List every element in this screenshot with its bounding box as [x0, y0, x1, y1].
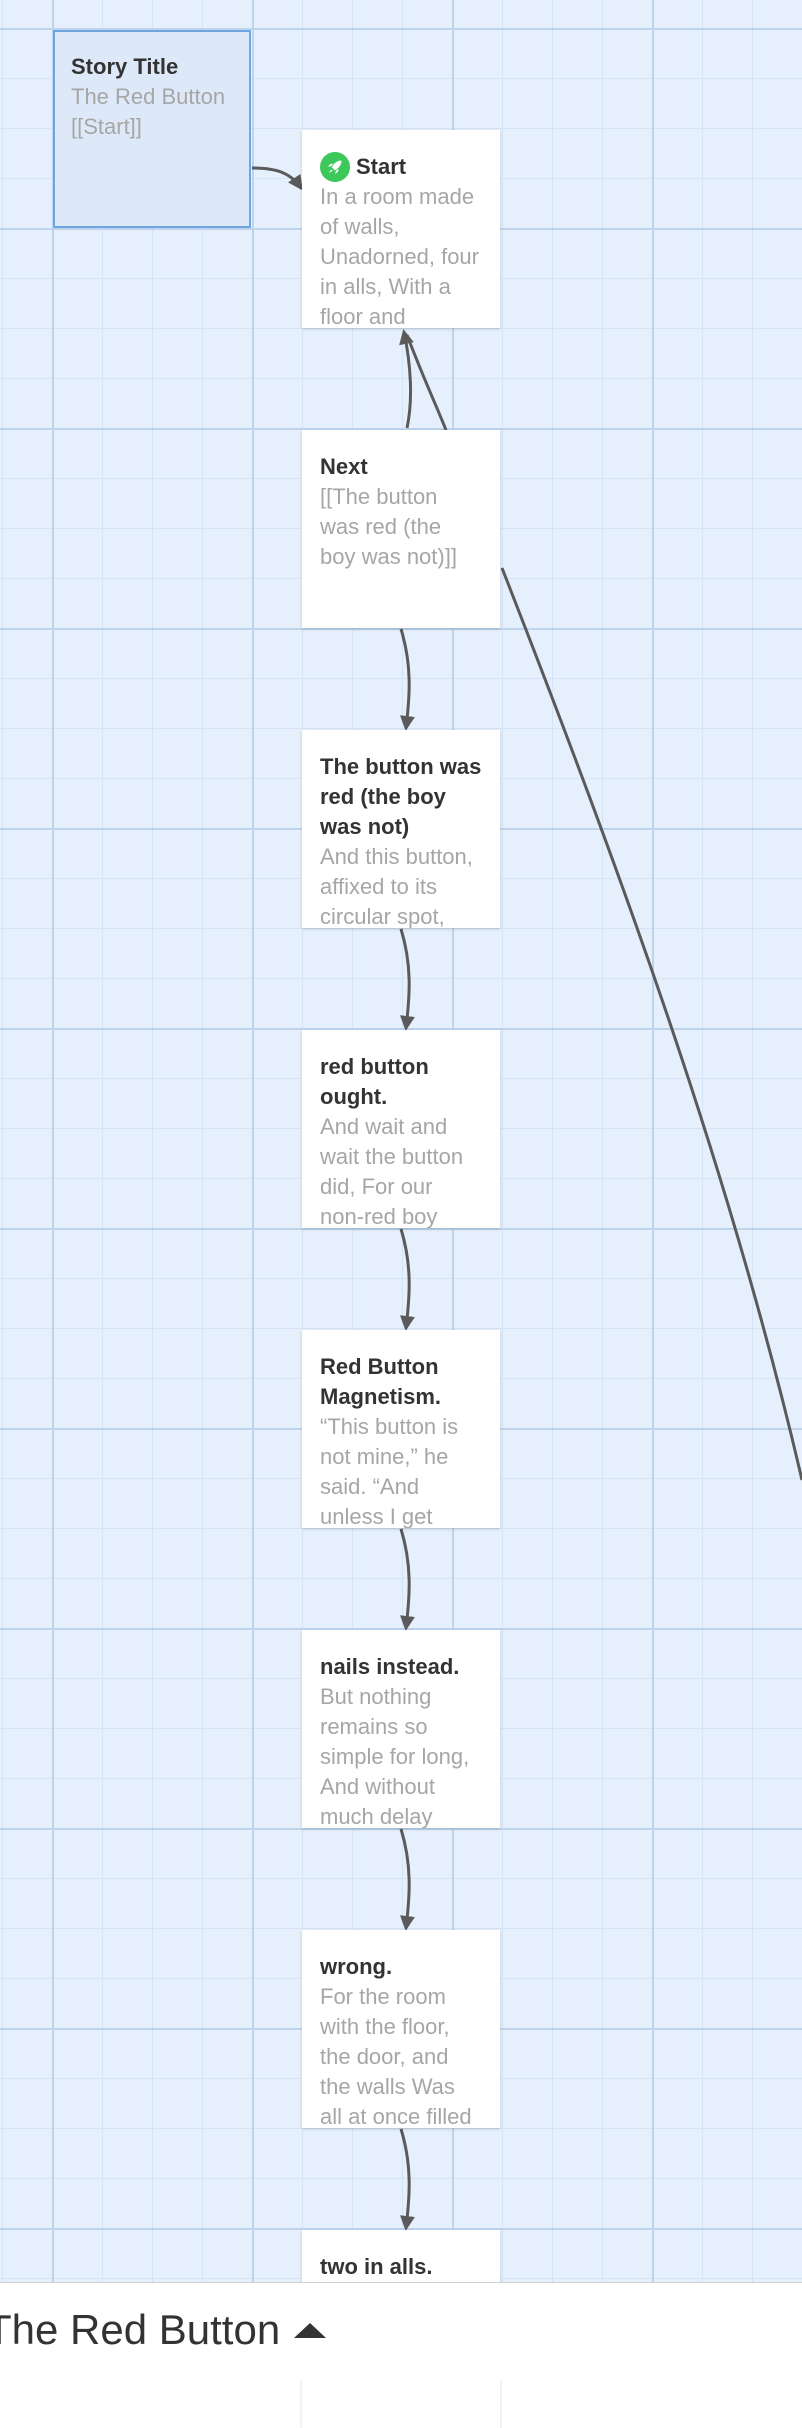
- passage-connections: [251, 166, 802, 2231]
- passage-title: Red Button Magnetism.: [320, 1354, 442, 1409]
- passage-excerpt: The Red Button [[Start]]: [71, 84, 226, 139]
- passage-card-start[interactable]: Start In a room made of walls, Unadorned…: [302, 130, 500, 328]
- passage-card-the-button-was-red[interactable]: The button was red (the boy was not) And…: [302, 730, 500, 928]
- passage-card-red-button-magnetism[interactable]: Red Button Magnetism. “This button is no…: [302, 1330, 500, 1528]
- link-arrow: [399, 1528, 415, 1631]
- passage-card-wrong[interactable]: wrong. For the room with the floor, the …: [302, 1930, 500, 2128]
- passage-excerpt: And this button, affixed to its circular…: [320, 844, 473, 928]
- passage-card-story-title[interactable]: Story Title The Red Button [[Start]]: [53, 30, 251, 228]
- passage-title: wrong.: [320, 1954, 393, 1979]
- passage-title: Next: [320, 454, 368, 479]
- story-footer-bar: The Red Button: [0, 2282, 802, 2381]
- rocket-icon: [320, 152, 350, 182]
- link-arrow: [399, 1228, 415, 1331]
- passage-title: Story Title: [71, 54, 179, 79]
- passage-excerpt: In a room made of walls, Unadorned, four…: [320, 184, 479, 328]
- caret-up-icon: [294, 2322, 327, 2338]
- link-arrow: [399, 628, 415, 731]
- passage-card-next[interactable]: Next [[The button was red (the boy was n…: [302, 430, 500, 628]
- link-arrow: [500, 567, 802, 1481]
- story-menu-button[interactable]: The Red Button: [0, 2305, 327, 2355]
- link-arrow: [251, 166, 303, 191]
- link-arrow: [399, 329, 414, 429]
- link-arrow: [399, 2128, 415, 2231]
- story-name: The Red Button: [0, 2306, 281, 2353]
- passage-title: Start: [320, 152, 482, 182]
- passage-excerpt: And wait and wait the button did, For ou…: [320, 1114, 464, 1228]
- passage-excerpt: [[The button was red (the boy was not)]]: [320, 484, 457, 569]
- passage-excerpt: But nothing remains so simple for long, …: [320, 1684, 470, 1828]
- passage-title: The button was red (the boy was not): [320, 754, 482, 839]
- passage-title: two in alls.: [320, 2254, 433, 2279]
- passage-card-nails-instead[interactable]: nails instead. But nothing remains so si…: [302, 1630, 500, 1828]
- link-arrow: [399, 928, 415, 1031]
- passage-title: nails instead.: [320, 1654, 460, 1679]
- passage-card-red-button-ought[interactable]: red button ought. And wait and wait the …: [302, 1030, 500, 1228]
- link-arrow: [399, 1828, 415, 1931]
- passage-excerpt: “This button is not mine,” he said. “And…: [320, 1414, 459, 1528]
- link-arrow: [405, 334, 448, 431]
- passage-excerpt: For the room with the floor, the door, a…: [320, 1984, 472, 2128]
- passage-title: red button ought.: [320, 1054, 429, 1109]
